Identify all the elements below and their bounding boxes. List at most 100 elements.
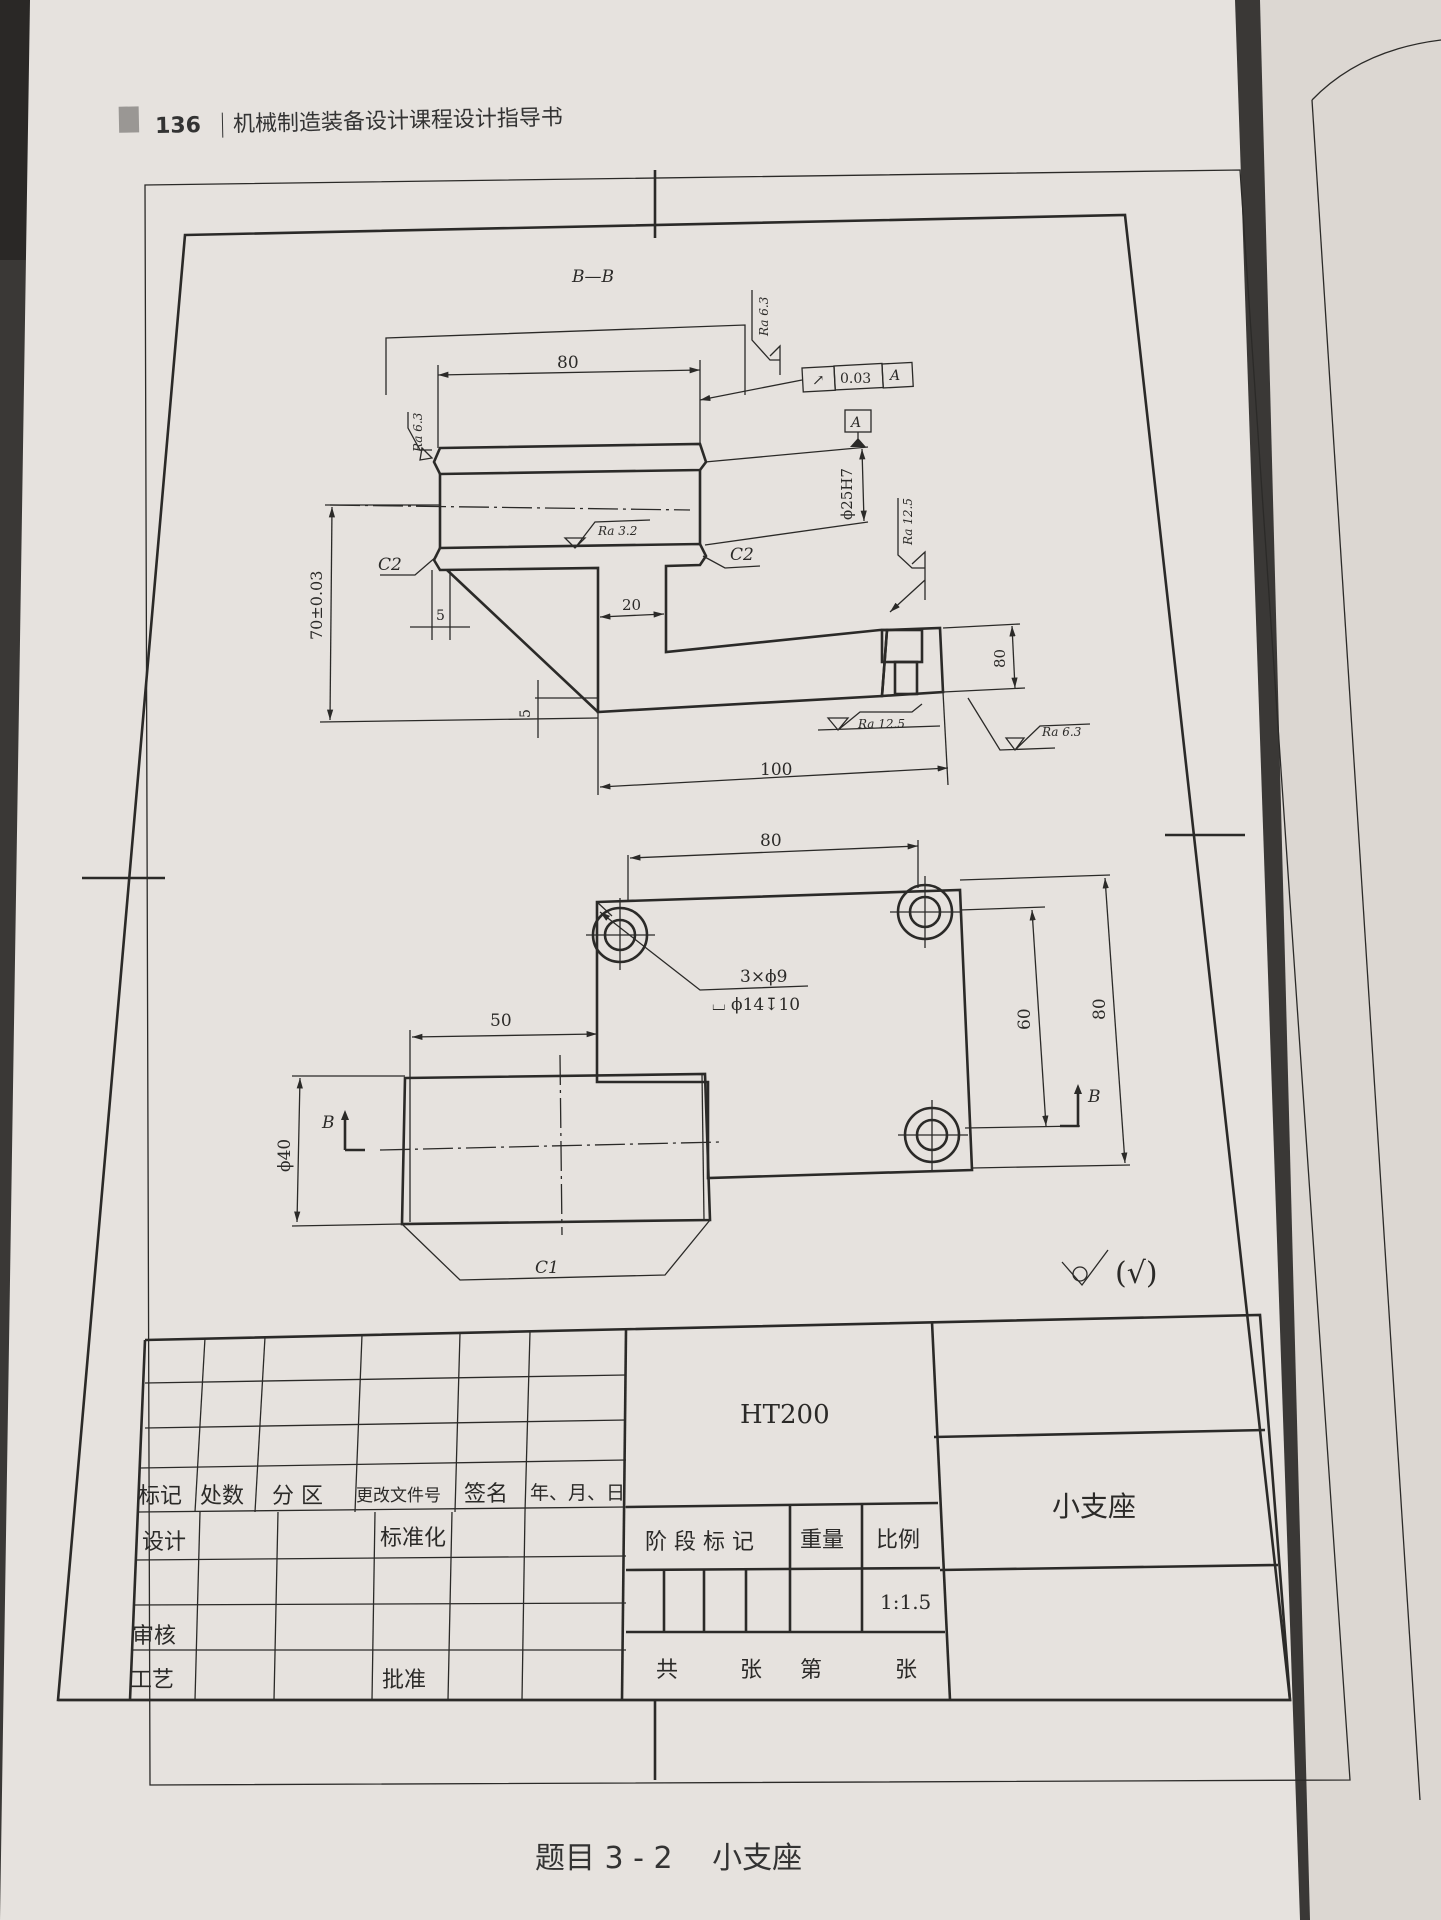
counterbore-hole-2 [890, 876, 960, 948]
roughness-symbol [407, 412, 434, 461]
dim-100: 100 [760, 760, 792, 780]
ext-line [704, 521, 869, 546]
dim-line-60 [1029, 909, 1049, 1127]
roughness-symbol [563, 519, 651, 549]
chamfer-c1: C1 [535, 1258, 559, 1278]
outer-frame [144, 169, 1351, 1786]
tolerance-datum-cell [881, 361, 914, 389]
weight-label: 重量 [800, 1528, 845, 1553]
part-name: 小支座 [1052, 1490, 1137, 1523]
facing-page-frame [1311, 39, 1441, 101]
roughness-symbol [890, 498, 926, 612]
hole-callout-leader [599, 911, 809, 991]
section-arrow-left [343, 1118, 365, 1152]
chamfer-leader [380, 555, 438, 576]
sheets-total-label: 共 [656, 1658, 679, 1683]
bore-centerline [329, 504, 691, 511]
roughness-top-left: Ra 6.3 [411, 412, 425, 453]
material-label: HT200 [740, 1400, 830, 1430]
boss-centerline [379, 1141, 721, 1151]
roughness-right-side: Ra 12.5 [901, 498, 915, 546]
section-arrow-right [1060, 1092, 1080, 1128]
roughness-base-hole: Ra 12.5 [857, 717, 905, 731]
general-roughness-circle [1072, 1266, 1088, 1282]
dim-60: 60 [1015, 1008, 1035, 1030]
caption-name: 小支座 [712, 1841, 803, 1876]
counterbore-hole-3 [898, 1100, 968, 1170]
ext-line [319, 717, 599, 723]
counterbore-hole-1 [586, 898, 655, 970]
ext-line [971, 1164, 1131, 1169]
dim-line-80-vertical [1102, 877, 1128, 1164]
background-edge [0, 0, 30, 260]
bore-dimension: ϕ25H7 [838, 468, 856, 520]
section-marker-left: B [321, 1113, 335, 1133]
ext-line [291, 1223, 403, 1227]
tolerance-value: 0.03 [840, 371, 871, 387]
sheets-unit-label: 张 [740, 1658, 763, 1683]
boss-edge [701, 1073, 705, 1221]
title-block-grid [58, 1313, 1292, 1702]
ext-line [942, 691, 949, 786]
bracket-body-section [432, 542, 889, 714]
dim-20: 20 [622, 596, 641, 614]
figure-caption: 题目 3 - 2 小支座 [535, 1833, 832, 1877]
hole-callout-line2: ⌴ ϕ14↧10 [712, 995, 800, 1015]
section-label: B—B [571, 267, 614, 287]
roughness-symbol [967, 697, 1091, 752]
dim-line-80-base [1009, 625, 1018, 689]
rev-header-zone: 分 区 [272, 1484, 323, 1509]
section-arrow-head [341, 1110, 349, 1120]
dim-line-40 [294, 1077, 303, 1223]
chamfer-right: C2 [730, 545, 754, 565]
dim-80-top: 80 [557, 353, 579, 373]
roughness-symbol [751, 290, 781, 375]
rev-header-mark: 标记 [138, 1484, 183, 1509]
runout-icon: ↗ [812, 371, 825, 389]
rev-header-date: 年、月、日 [530, 1482, 626, 1504]
sheet-number-label: 第 [800, 1658, 823, 1683]
rev-header-count: 处数 [200, 1484, 245, 1509]
ext-line [959, 874, 1111, 881]
hole-callout-line1: 3×ϕ9 [740, 967, 787, 987]
stage-mark-label: 阶 段 标 记 [645, 1530, 754, 1555]
bushing-top-wall [432, 442, 708, 476]
dim-50: 50 [490, 1011, 512, 1031]
rev-header-doc: 更改文件号 [356, 1486, 441, 1506]
tolerance-datum: A [888, 368, 900, 384]
role-approval: 批准 [382, 1668, 427, 1693]
dim-80-plan: 80 [760, 831, 782, 851]
dim-70: 70±0.03 [307, 571, 326, 640]
counterbore [880, 628, 924, 664]
dim-line-20 [599, 611, 665, 620]
role-standardization: 标准化 [380, 1526, 447, 1551]
dim-80-base: 80 [991, 649, 1009, 668]
scale-value: 1:1.5 [880, 1590, 932, 1614]
roughness-bore: Ra 3.2 [597, 524, 637, 538]
dim-line-bore [859, 448, 867, 522]
ext-line [942, 687, 1026, 693]
dim-phi40: ϕ40 [275, 1139, 295, 1172]
ext-line [959, 906, 1046, 911]
dim-5-vertical: 5 [518, 709, 534, 718]
dim-80-vertical: 80 [1090, 998, 1110, 1020]
dim-line-50 [411, 1031, 598, 1040]
tolerance-leader [699, 379, 803, 402]
dim-line-80-plan [629, 843, 919, 861]
section-marker-right: B [1087, 1087, 1101, 1107]
general-roughness: (√) [1115, 1256, 1158, 1291]
chamfer-leader [702, 555, 761, 569]
caption-label: 题目 3 - 2 [535, 1841, 673, 1876]
sheet-unit-label: 张 [895, 1658, 918, 1683]
revision-grid [132, 1331, 627, 1701]
datum-label: A [849, 415, 861, 431]
role-process: 工艺 [130, 1668, 175, 1693]
roughness-symbol [817, 703, 941, 732]
through-hole [893, 660, 919, 696]
roughness-base-bottom: Ra 6.3 [1041, 725, 1082, 739]
top-leader [385, 324, 746, 395]
ratio-label: 比例 [876, 1528, 921, 1553]
dim-line-70 [326, 506, 336, 721]
boss-centerline [559, 1054, 563, 1236]
general-roughness-icon [1061, 1249, 1109, 1287]
